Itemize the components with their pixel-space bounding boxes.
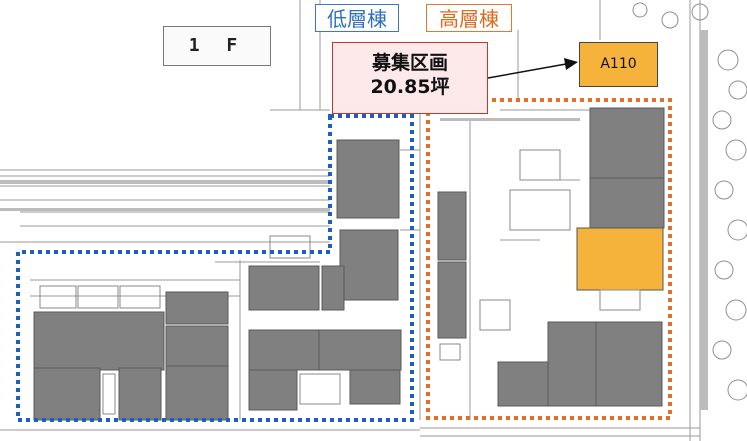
callout-area: 20.85坪 (370, 76, 450, 98)
low-rise-label: 低層棟 (315, 4, 399, 32)
callout-arrow (487, 63, 567, 79)
recruitment-callout: 募集区画 20.85坪 (332, 42, 488, 114)
high-rise-shops (437, 107, 665, 407)
unit-a110-area[interactable] (576, 227, 664, 291)
unit-label[interactable]: A110 (579, 42, 658, 87)
callout-title: 募集区画 (371, 52, 448, 74)
floor-label: 1 F (163, 26, 271, 66)
hatched-walls (0, 30, 708, 410)
low-rise-outline (16, 114, 414, 422)
high-rise-outline (426, 98, 672, 420)
high-rise-label: 高層棟 (426, 4, 512, 32)
arrow-head (564, 58, 578, 70)
interior-details (39, 149, 641, 415)
trees (632, 2, 747, 401)
